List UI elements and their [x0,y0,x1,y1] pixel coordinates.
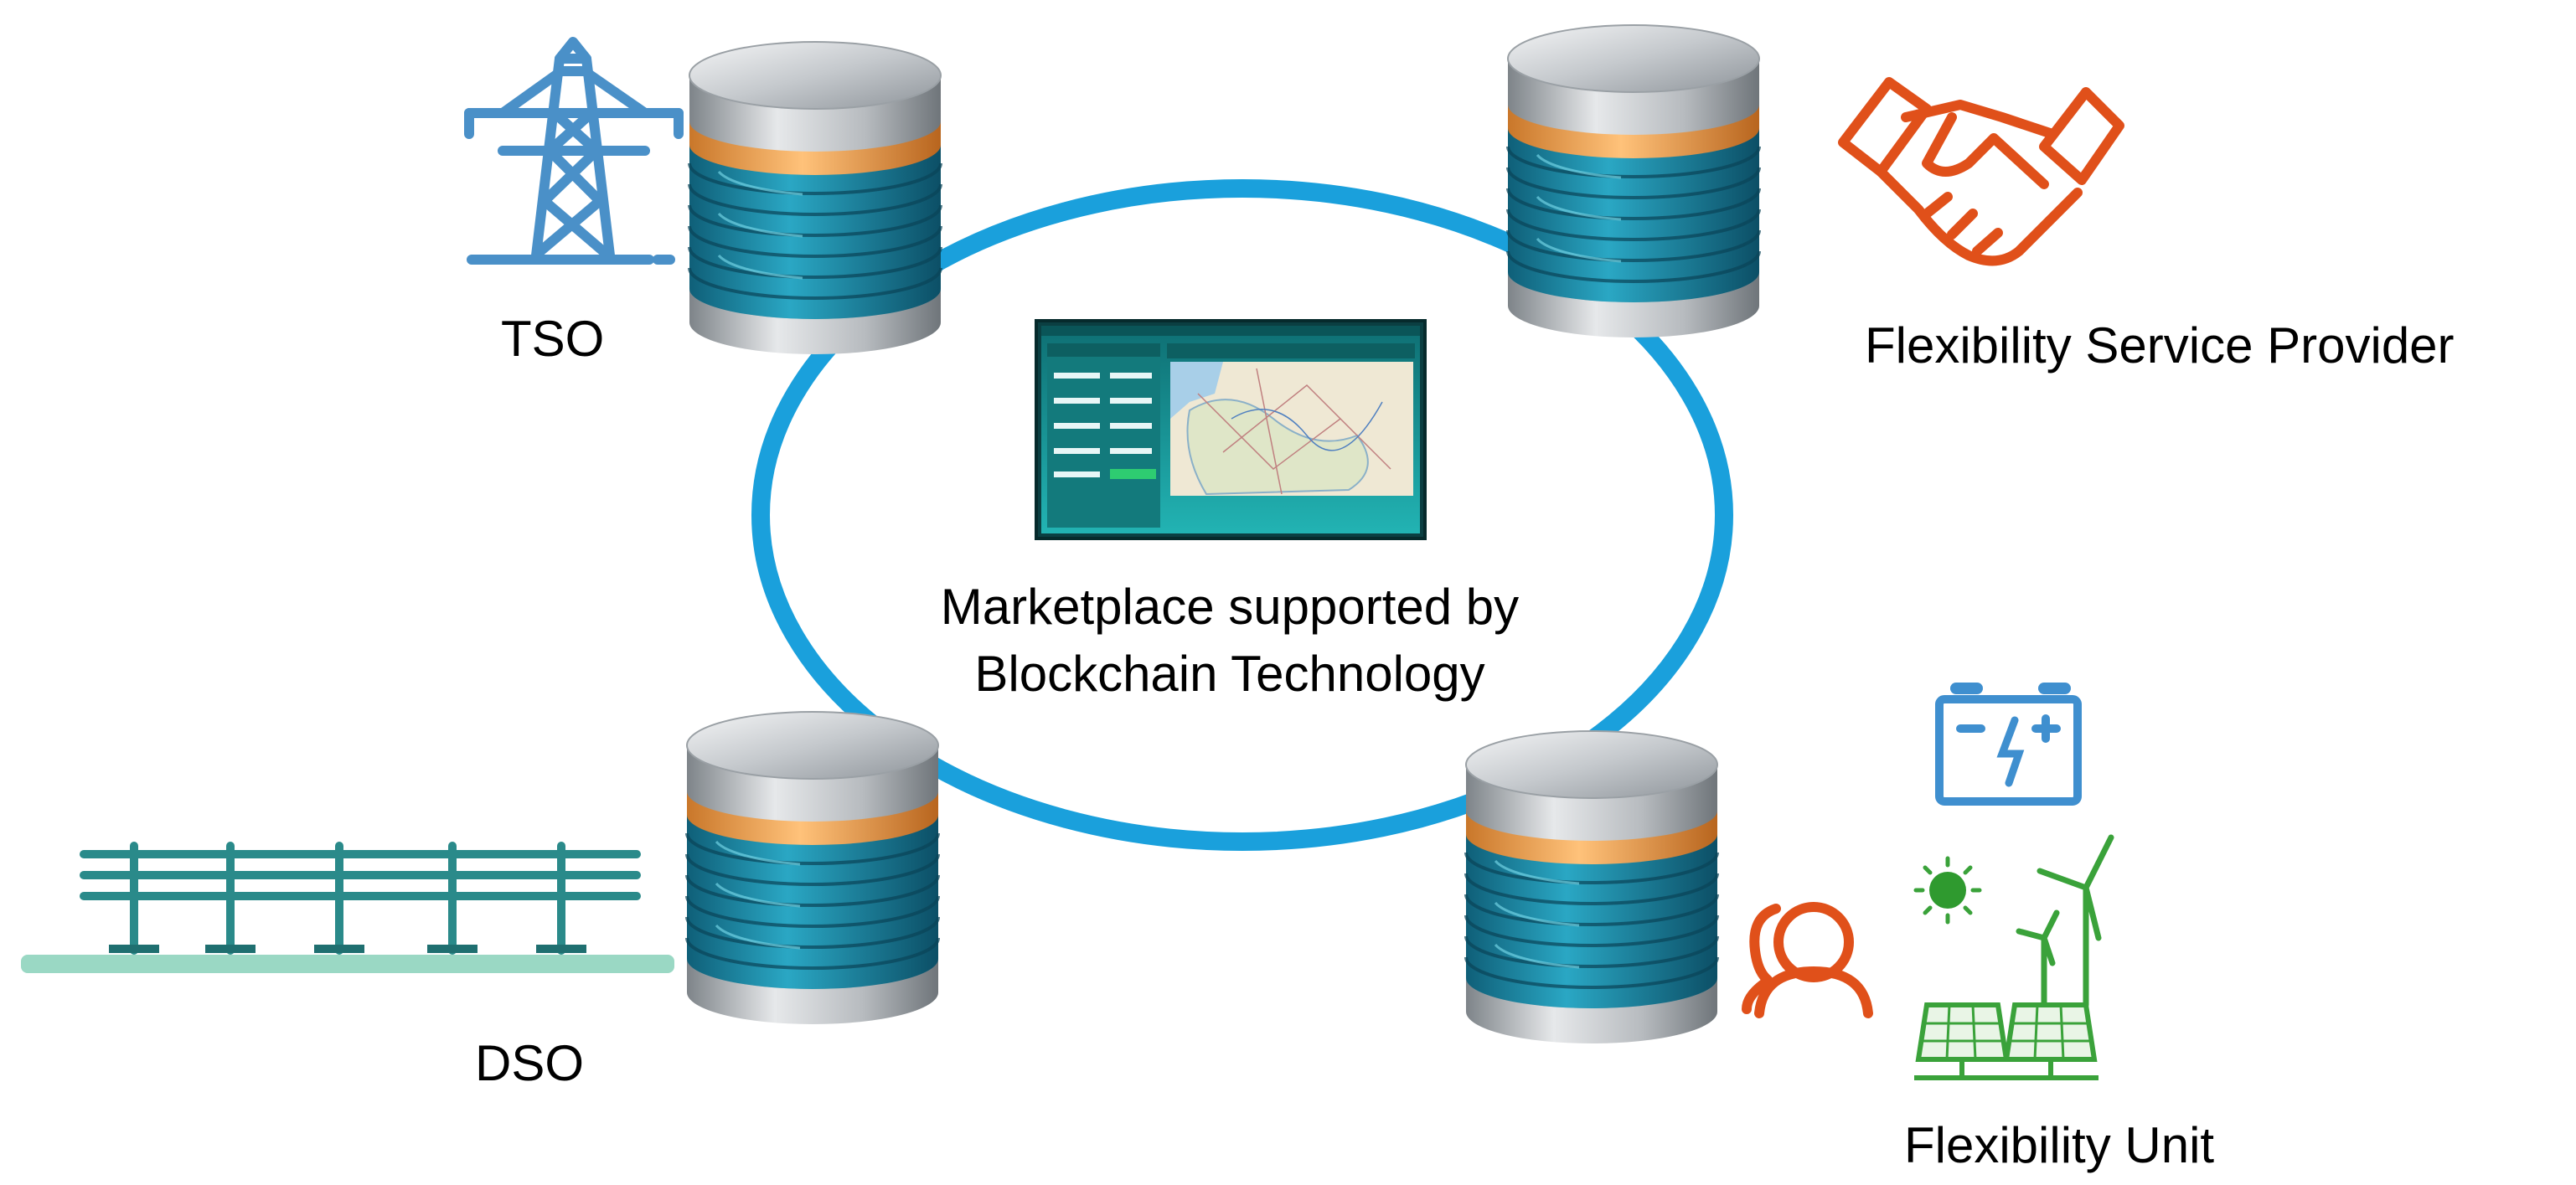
sun-icon [1913,856,1982,925]
database-icon [1464,729,1719,1045]
marketplace-label-line2: Blockchain Technology [974,646,1485,702]
database-icon [688,40,942,356]
wind-turbine-icon [2016,834,2114,1008]
solar-panel-icon [1914,1002,2098,1080]
user-group-icon [1742,902,1873,1018]
battery-icon [1935,683,2082,806]
transmission-tower-icon [464,37,684,265]
dso-label: DSO [475,1035,585,1091]
database-icon [1506,23,1761,339]
handshake-icon [1838,77,2124,266]
distribution-power-line-icon [21,842,674,973]
tso-label: TSO [501,311,605,367]
fsp-label: Flexibility Service Provider [1865,317,2455,374]
marketplace-screen-icon [1035,319,1427,540]
flexibility-unit-label: Flexibility Unit [1904,1117,2215,1173]
marketplace-ring [751,179,1733,851]
database-icon [685,710,940,1026]
marketplace-label-line1: Marketplace supported by [940,579,1520,635]
